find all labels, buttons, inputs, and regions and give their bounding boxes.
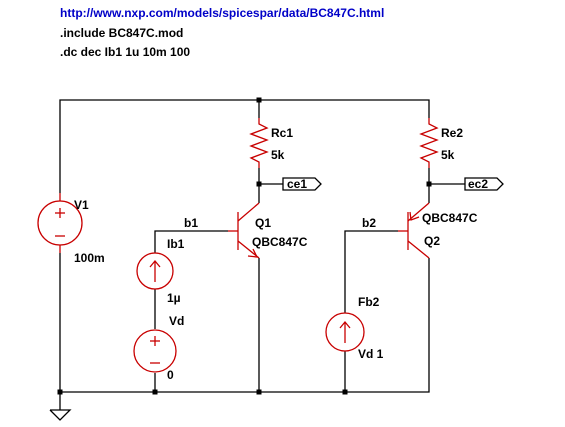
rc1-value-label: 5k [271,148,285,162]
ec2-net-label: ec2 [468,177,488,191]
re2-value-label: 5k [441,148,455,162]
vd-name-label: Vd [169,314,184,328]
v1-name-label: V1 [74,198,89,212]
dc-sweep-directive: .dc dec Ib1 1u 10m 100 [60,45,191,59]
fb2-name-label: Fb2 [358,295,380,309]
ib1-value-label: 1µ [167,291,181,305]
vd-voltage-source[interactable] [133,329,177,373]
q2-pnp-transistor[interactable] [398,202,430,259]
top-rail-wire [59,99,430,193]
q1-npn-transistor[interactable] [228,202,260,259]
include-directive: .include BC847C.mod [60,26,184,40]
re2-name-label: Re2 [441,126,463,140]
fb2-value-label: Vd 1 [358,347,384,361]
junction-top [256,97,262,103]
ce1-net-flag [282,177,322,191]
junction-gnd-q1 [256,389,262,395]
b1-net-wire [154,230,228,253]
junction-gnd-fb2 [342,389,348,395]
v1-voltage-source[interactable] [37,193,83,253]
b1-net-label: b1 [184,216,198,230]
nxp-model-url-link[interactable]: http://www.nxp.com/models/spicespar/data… [60,6,385,20]
re2-resistor[interactable] [419,118,439,168]
b2-net-wire [344,230,398,313]
junction-gnd-vd [152,389,158,395]
ce1-net-label: ce1 [287,177,307,191]
ground-symbol [49,409,72,421]
junctions [57,97,432,395]
ib1-current-source[interactable] [136,252,174,290]
q2-name-label: Q2 [424,234,440,248]
rc1-name-label: Rc1 [271,126,293,140]
q2-model-label: QBC847C [422,211,478,225]
ib1-name-label: Ib1 [167,237,185,251]
vd-value-label: 0 [167,368,174,382]
v1-value-label: 100m [74,251,105,265]
ec2-net-flag [464,177,504,191]
junction-ec2 [426,181,432,187]
q1-name-label: Q1 [255,216,271,230]
q1-model-label: QBC847C [252,235,308,249]
ground-rail-wire [60,258,430,393]
rc1-resistor[interactable] [249,118,269,168]
wires [59,99,465,410]
junction-ce1 [256,181,262,187]
junction-gnd-v1 [57,389,63,395]
b2-net-label: b2 [362,216,376,230]
fb2-current-source[interactable] [325,312,365,352]
